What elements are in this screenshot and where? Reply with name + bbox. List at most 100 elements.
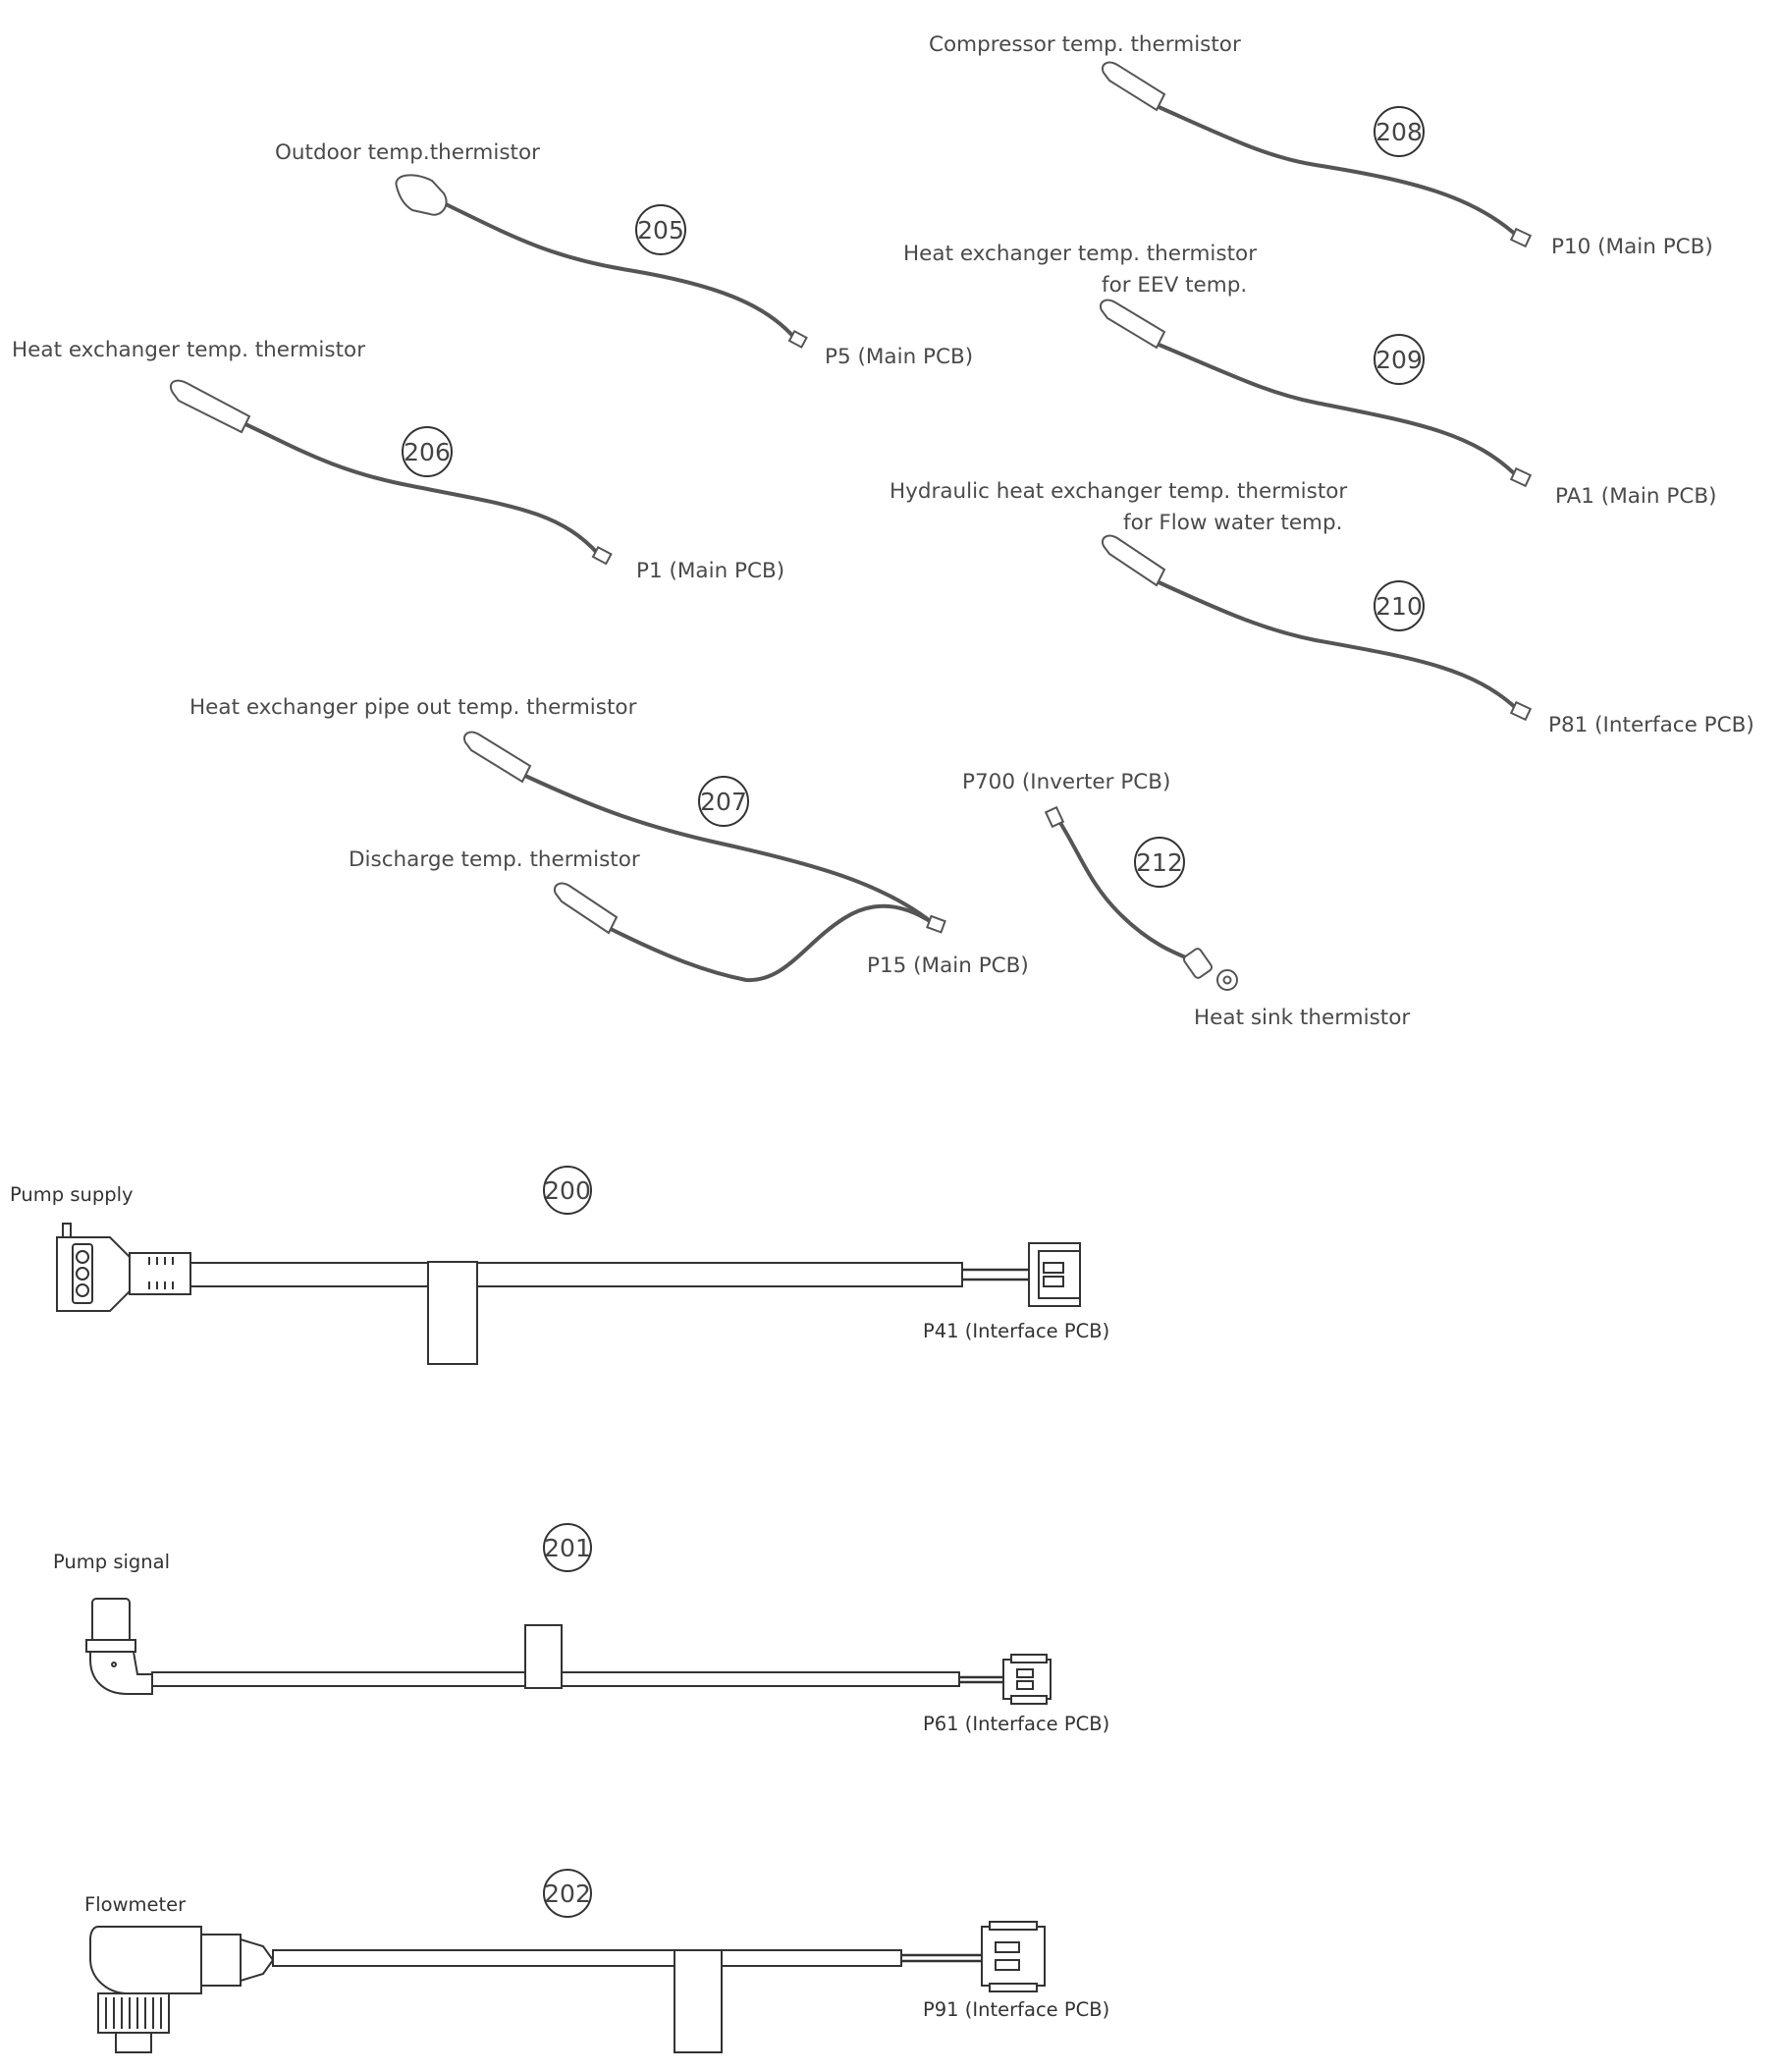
sensor-205: Outdoor temp.thermistor 205 P5 (Main PCB…	[275, 140, 973, 369]
harness-202-callout-circle	[543, 1869, 592, 1918]
sensor-208-plug-icon	[1509, 227, 1533, 248]
harness-200-strain-relief-icon	[129, 1252, 191, 1295]
harness-202-pcb-connector-top-icon	[989, 1921, 1038, 1931]
harness-200-pin-1-icon	[76, 1250, 89, 1264]
harness-200-callout-circle	[543, 1166, 592, 1215]
harness-201-pcb-pin-1-icon	[1016, 1668, 1034, 1678]
harness-202-pcb-pin-1-icon	[995, 1941, 1020, 1953]
harness-201-dot-icon	[111, 1662, 117, 1667]
sensor-206: Heat exchanger temp. thermistor 206 P1 (…	[12, 338, 784, 583]
sensor-209-cable	[1155, 342, 1519, 478]
sensor-208-probe-icon	[1102, 61, 1166, 112]
sensor-210-part-number: 210	[1375, 592, 1423, 621]
sensor-209: Heat exchanger temp. thermistor for EEV …	[903, 242, 1716, 509]
harness-200-latch-icon	[62, 1223, 72, 1238]
sensor-206-probe-icon	[169, 379, 251, 434]
harness-200-pcb-connector-inner-icon	[1038, 1250, 1081, 1299]
sensor-208-connector: P10 (Main PCB)	[1551, 235, 1713, 259]
harness-200-pin-2-icon	[76, 1267, 89, 1281]
sensor-206-plug-icon	[591, 545, 613, 566]
sensor-210-cable	[1155, 579, 1519, 711]
sensor-208-label: Compressor temp. thermistor	[929, 32, 1241, 57]
sensor-207-part-number: 207	[700, 788, 747, 816]
sensor-212-ring-hole-icon	[1222, 975, 1232, 985]
harness-201-elbow-icon	[89, 1651, 153, 1695]
harness-201: Pump signal 201 P61 (Interface PCB)	[53, 1523, 1109, 1735]
sensor-205-plug-icon	[787, 329, 808, 349]
harness-200-pcb-pin-2-icon	[1043, 1276, 1064, 1287]
harness-202-connector: P91 (Interface PCB)	[923, 1998, 1109, 2021]
sensor-210-probe-icon	[1102, 534, 1166, 587]
sensor-208-callout-circle	[1374, 106, 1425, 157]
harness-202-knurl-icon	[105, 1997, 162, 2029]
harness-201-part-number: 201	[544, 1534, 591, 1562]
sensor-207-cable-upper	[523, 774, 935, 925]
sensor-205-callout-circle	[635, 204, 686, 255]
harness-200-sheath	[189, 1262, 963, 1287]
harness-200-pcb-pin-1-icon	[1043, 1262, 1064, 1274]
sensor-207-label: Heat exchanger pipe out temp. thermistor	[189, 695, 637, 720]
harness-201-pcb-connector-icon	[1002, 1659, 1052, 1700]
harness-200-label-tag	[427, 1261, 478, 1365]
harness-201-pcb-connector-top-icon	[1010, 1654, 1048, 1663]
sensor-206-part-number: 206	[404, 438, 451, 466]
sensor-212-label: Heat sink thermistor	[1194, 1006, 1410, 1030]
sensor-205-label: Outdoor temp.thermistor	[275, 140, 540, 165]
sensor-206-cable	[243, 422, 601, 557]
sensor-209-plug-icon	[1509, 466, 1533, 488]
harness-202-pcb-connector-icon	[981, 1926, 1046, 1987]
harness-202-nut-icon	[97, 1992, 170, 2034]
harness-202-pcb-pin-2-icon	[995, 1959, 1020, 1971]
sensor-210-callout-circle	[1374, 580, 1425, 631]
sensor-206-callout-circle	[402, 426, 453, 477]
sensor-208: Compressor temp. thermistor 208 P10 (Mai…	[929, 32, 1713, 259]
harness-201-connector-top-icon	[91, 1598, 131, 1643]
sensor-212-connector: P700 (Inverter PCB)	[962, 770, 1170, 794]
harness-201-pcb-pin-2-icon	[1016, 1680, 1034, 1690]
sensor-207-plug-icon	[926, 914, 946, 934]
sensor-209-part-number: 209	[1375, 346, 1423, 374]
sensor-212-callout-circle	[1134, 837, 1185, 888]
sensor-207-callout-circle	[698, 776, 749, 827]
sensor-212-plug-icon	[1044, 805, 1065, 829]
sensor-209-label-line2: for EEV temp.	[1102, 273, 1247, 298]
sensor-206-label: Heat exchanger temp. thermistor	[12, 338, 365, 362]
harness-202-sheath	[272, 1949, 902, 1967]
sensor-207-probe-upper-icon	[463, 731, 532, 784]
sensor-210-label-line1: Hydraulic heat exchanger temp. thermisto…	[890, 479, 1347, 504]
harness-202-pcb-connector-bottom-icon	[989, 1983, 1038, 1992]
harness-202-nut-tip-icon	[115, 2032, 152, 2053]
harness-202-connector-neck-icon	[200, 1934, 242, 1987]
sensor-205-probe-icon	[395, 174, 448, 216]
sensor-208-part-number: 208	[1375, 118, 1423, 146]
sensor-207-probe-lower-icon	[554, 882, 619, 935]
harness-201-connector: P61 (Interface PCB)	[923, 1713, 1109, 1735]
sensor-207-connector: P15 (Main PCB)	[867, 954, 1029, 978]
sensor-210-label-line2: for Flow water temp.	[1123, 511, 1342, 535]
sensor-205-part-number: 205	[637, 216, 684, 245]
harness-202: Flowmeter 202 P91 (Interface PCB)	[84, 1869, 1109, 2053]
sensor-209-label-line1: Heat exchanger temp. thermistor	[903, 242, 1257, 266]
harness-200-part-number: 200	[544, 1176, 591, 1205]
harness-202-label: Flowmeter	[84, 1893, 187, 1916]
harness-200: Pump supply 200 P41 (Interface PCB)	[10, 1166, 1109, 1365]
sensor-209-connector: PA1 (Main PCB)	[1555, 484, 1716, 509]
harness-201-label: Pump signal	[53, 1551, 170, 1573]
harness-201-pcb-connector-bottom-icon	[1010, 1695, 1048, 1705]
sensor-209-callout-circle	[1374, 334, 1425, 385]
sensor-212-part-number: 212	[1136, 848, 1183, 877]
sensor-207: Heat exchanger pipe out temp. thermistor…	[189, 695, 1029, 983]
sensor-207-label-discharge: Discharge temp. thermistor	[349, 847, 640, 872]
sensor-210-plug-icon	[1509, 700, 1533, 722]
harness-200-connector: P41 (Interface PCB)	[923, 1320, 1109, 1342]
harness-201-connector-collar-icon	[85, 1639, 136, 1653]
harness-202-boot-icon	[240, 1937, 275, 1983]
harness-200-pin-3-icon	[76, 1283, 89, 1297]
harness-202-label-tag	[674, 1949, 723, 2053]
sensor-212-sensor-body-icon	[1182, 948, 1214, 979]
harness-201-callout-circle	[543, 1523, 592, 1572]
sensor-210: Hydraulic heat exchanger temp. thermisto…	[890, 479, 1754, 737]
sensor-205-connector: P5 (Main PCB)	[825, 345, 973, 369]
harness-201-label-tag	[524, 1624, 563, 1689]
